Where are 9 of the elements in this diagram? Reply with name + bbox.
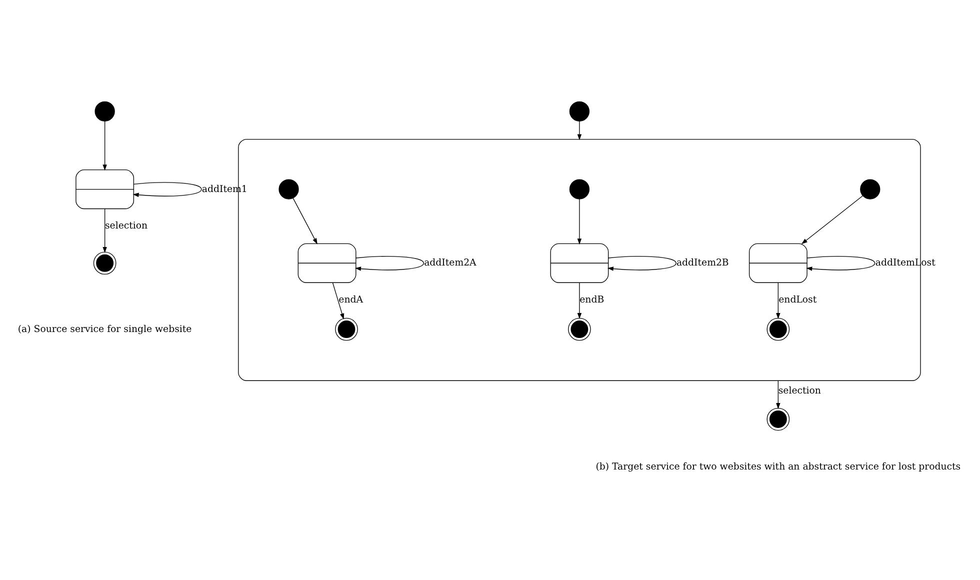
label: (a) Source service for single website bbox=[18, 323, 192, 334]
edge-label: addItem2B bbox=[676, 257, 729, 268]
edge-label: endLost bbox=[778, 294, 817, 306]
label: (b) Target service for two websites with an abstract service for lost products bbox=[596, 461, 961, 472]
edge-label: endB bbox=[580, 294, 604, 306]
edge-label: selection bbox=[778, 385, 821, 396]
edge-label: addItem2A bbox=[424, 257, 476, 268]
edge-label: selection bbox=[104, 220, 148, 232]
edge-label: endA bbox=[338, 294, 364, 306]
